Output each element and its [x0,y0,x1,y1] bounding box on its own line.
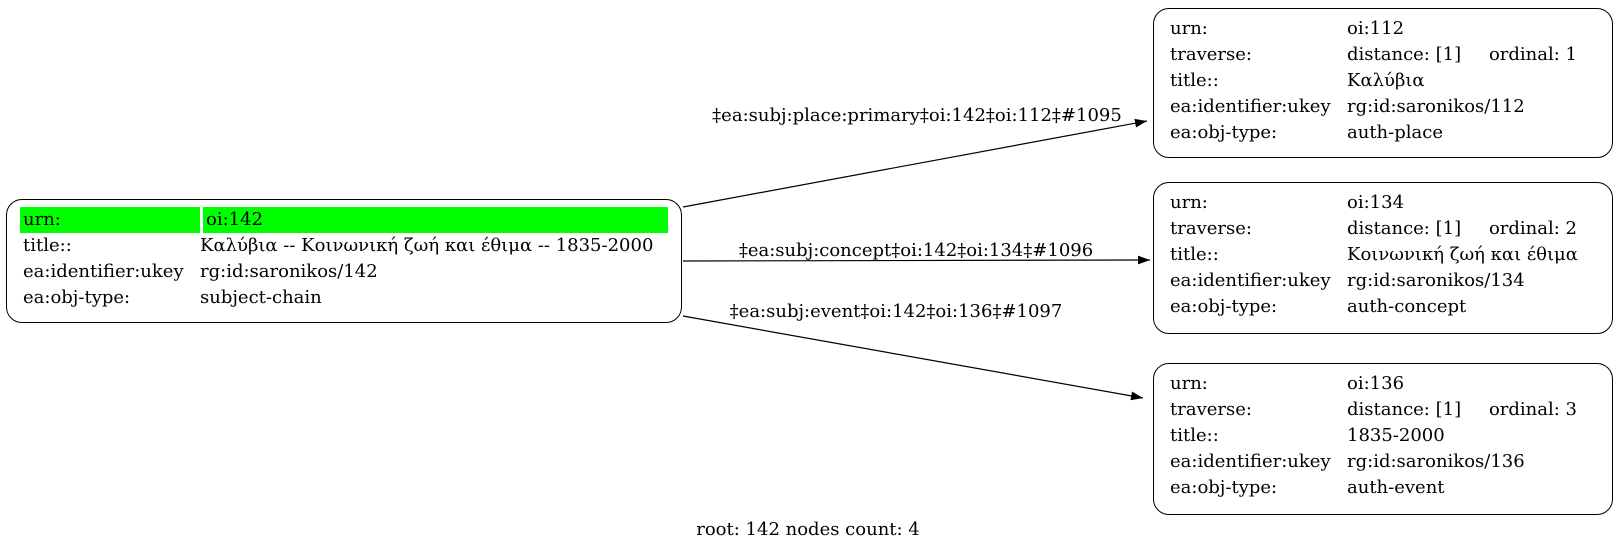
row-key: traverse: [1170,44,1252,65]
table-row-identifier: ea:identifier:ukey rg:id:saronikos/142 [20,259,668,285]
table-row-title: title:: Καλύβια -- Κοινωνική ζωή και έθι… [20,233,668,259]
table-row-objtype: ea:obj-type: subject-chain [20,285,668,311]
node-oi-134: urn: oi:134 traverse: distance: [1] ordi… [1153,182,1613,334]
row-key: traverse: [1170,218,1252,239]
row-key: title:: [1170,244,1219,265]
node-root-oi-142: urn: oi:142 title:: Καλύβια -- Κοινωνική… [6,199,682,323]
ordinal-value: ordinal: 3 [1488,399,1577,420]
node-oi-112: urn: oi:112 traverse: distance: [1] ordi… [1153,8,1613,158]
graph-caption: root: 142 nodes count: 4 [696,519,920,540]
row-key: urn: [1170,192,1208,213]
row-value: oi:134 [1347,192,1405,213]
row-key: title:: [23,235,72,256]
table-row-identifier: ea:identifier:ukey rg:id:saronikos/112 [1167,94,1599,120]
table-row-identifier: ea:identifier:ukey rg:id:saronikos/136 [1167,449,1599,475]
table-row-title: title:: Κοινωνική ζωή και έθιμα [1167,242,1599,268]
row-value: auth-concept [1347,296,1467,317]
table-row-traverse: traverse: distance: [1] ordinal: 3 [1167,397,1599,423]
edge-label-concept: ‡ea:subj:concept‡oi:142‡oi:134‡#1096 [738,240,1094,261]
row-value: auth-event [1347,477,1445,498]
row-key: ea:identifier:ukey [1170,96,1331,117]
ordinal-value: ordinal: 1 [1488,44,1577,65]
table-row-objtype: ea:obj-type: auth-place [1167,120,1599,146]
table-row-title: title:: 1835-2000 [1167,423,1599,449]
row-key: ea:obj-type: [1170,296,1278,317]
row-key: ea:identifier:ukey [23,261,184,282]
row-value: oi:112 [1347,18,1405,39]
row-key: title:: [1170,425,1219,446]
edge-concept [682,255,1151,265]
table-row-urn: urn: oi:142 [20,207,668,233]
row-key: traverse: [1170,399,1252,420]
row-value: auth-place [1347,122,1443,143]
row-value: distance: [1] ordinal: 2 [1347,216,1599,242]
row-key: ea:identifier:ukey [1170,270,1331,291]
table-row-urn: urn: oi:136 [1167,371,1599,397]
node-oi-136: urn: oi:136 traverse: distance: [1] ordi… [1153,363,1613,515]
table-row-urn: urn: oi:134 [1167,190,1599,216]
row-value: subject-chain [200,287,322,308]
row-key: urn: [1170,373,1208,394]
edge-event [682,315,1144,401]
row-key: urn: [20,207,200,233]
edge-label-place-primary: ‡ea:subj:place:primary‡oi:142‡oi:112‡#10… [712,105,1122,126]
table-row-traverse: traverse: distance: [1] ordinal: 1 [1167,42,1599,68]
distance-value: distance: [1] [1347,44,1462,65]
row-value: rg:id:saronikos/142 [200,261,378,282]
row-value: rg:id:saronikos/112 [1347,96,1525,117]
ordinal-value: ordinal: 2 [1488,218,1577,239]
distance-value: distance: [1] [1347,399,1462,420]
row-value: Καλύβια [1347,70,1425,91]
distance-value: distance: [1] [1347,218,1462,239]
table-row-traverse: traverse: distance: [1] ordinal: 2 [1167,216,1599,242]
table-row-identifier: ea:identifier:ukey rg:id:saronikos/134 [1167,268,1599,294]
row-value: rg:id:saronikos/136 [1347,451,1525,472]
row-key: title:: [1170,70,1219,91]
row-value: 1835-2000 [1347,425,1445,446]
row-value: Κοινωνική ζωή και έθιμα [1347,244,1578,265]
row-value: distance: [1] ordinal: 3 [1347,397,1599,423]
table-row-objtype: ea:obj-type: auth-concept [1167,294,1599,320]
row-key: ea:obj-type: [23,287,131,308]
edge-place-primary [682,118,1148,208]
row-key: ea:identifier:ukey [1170,451,1331,472]
row-key: urn: [1170,18,1208,39]
edge-label-event: ‡ea:subj:event‡oi:142‡oi:136‡#1097 [729,301,1063,322]
row-key: ea:obj-type: [1170,122,1278,143]
row-value: Καλύβια -- Κοινωνική ζωή και έθιμα -- 18… [200,235,654,256]
row-key: ea:obj-type: [1170,477,1278,498]
row-value: oi:142 [203,207,668,233]
row-value: oi:136 [1347,373,1405,394]
table-row-title: title:: Καλύβια [1167,68,1599,94]
table-row-objtype: ea:obj-type: auth-event [1167,475,1599,501]
row-value: distance: [1] ordinal: 1 [1347,42,1599,68]
row-value: rg:id:saronikos/134 [1347,270,1525,291]
table-row-urn: urn: oi:112 [1167,16,1599,42]
